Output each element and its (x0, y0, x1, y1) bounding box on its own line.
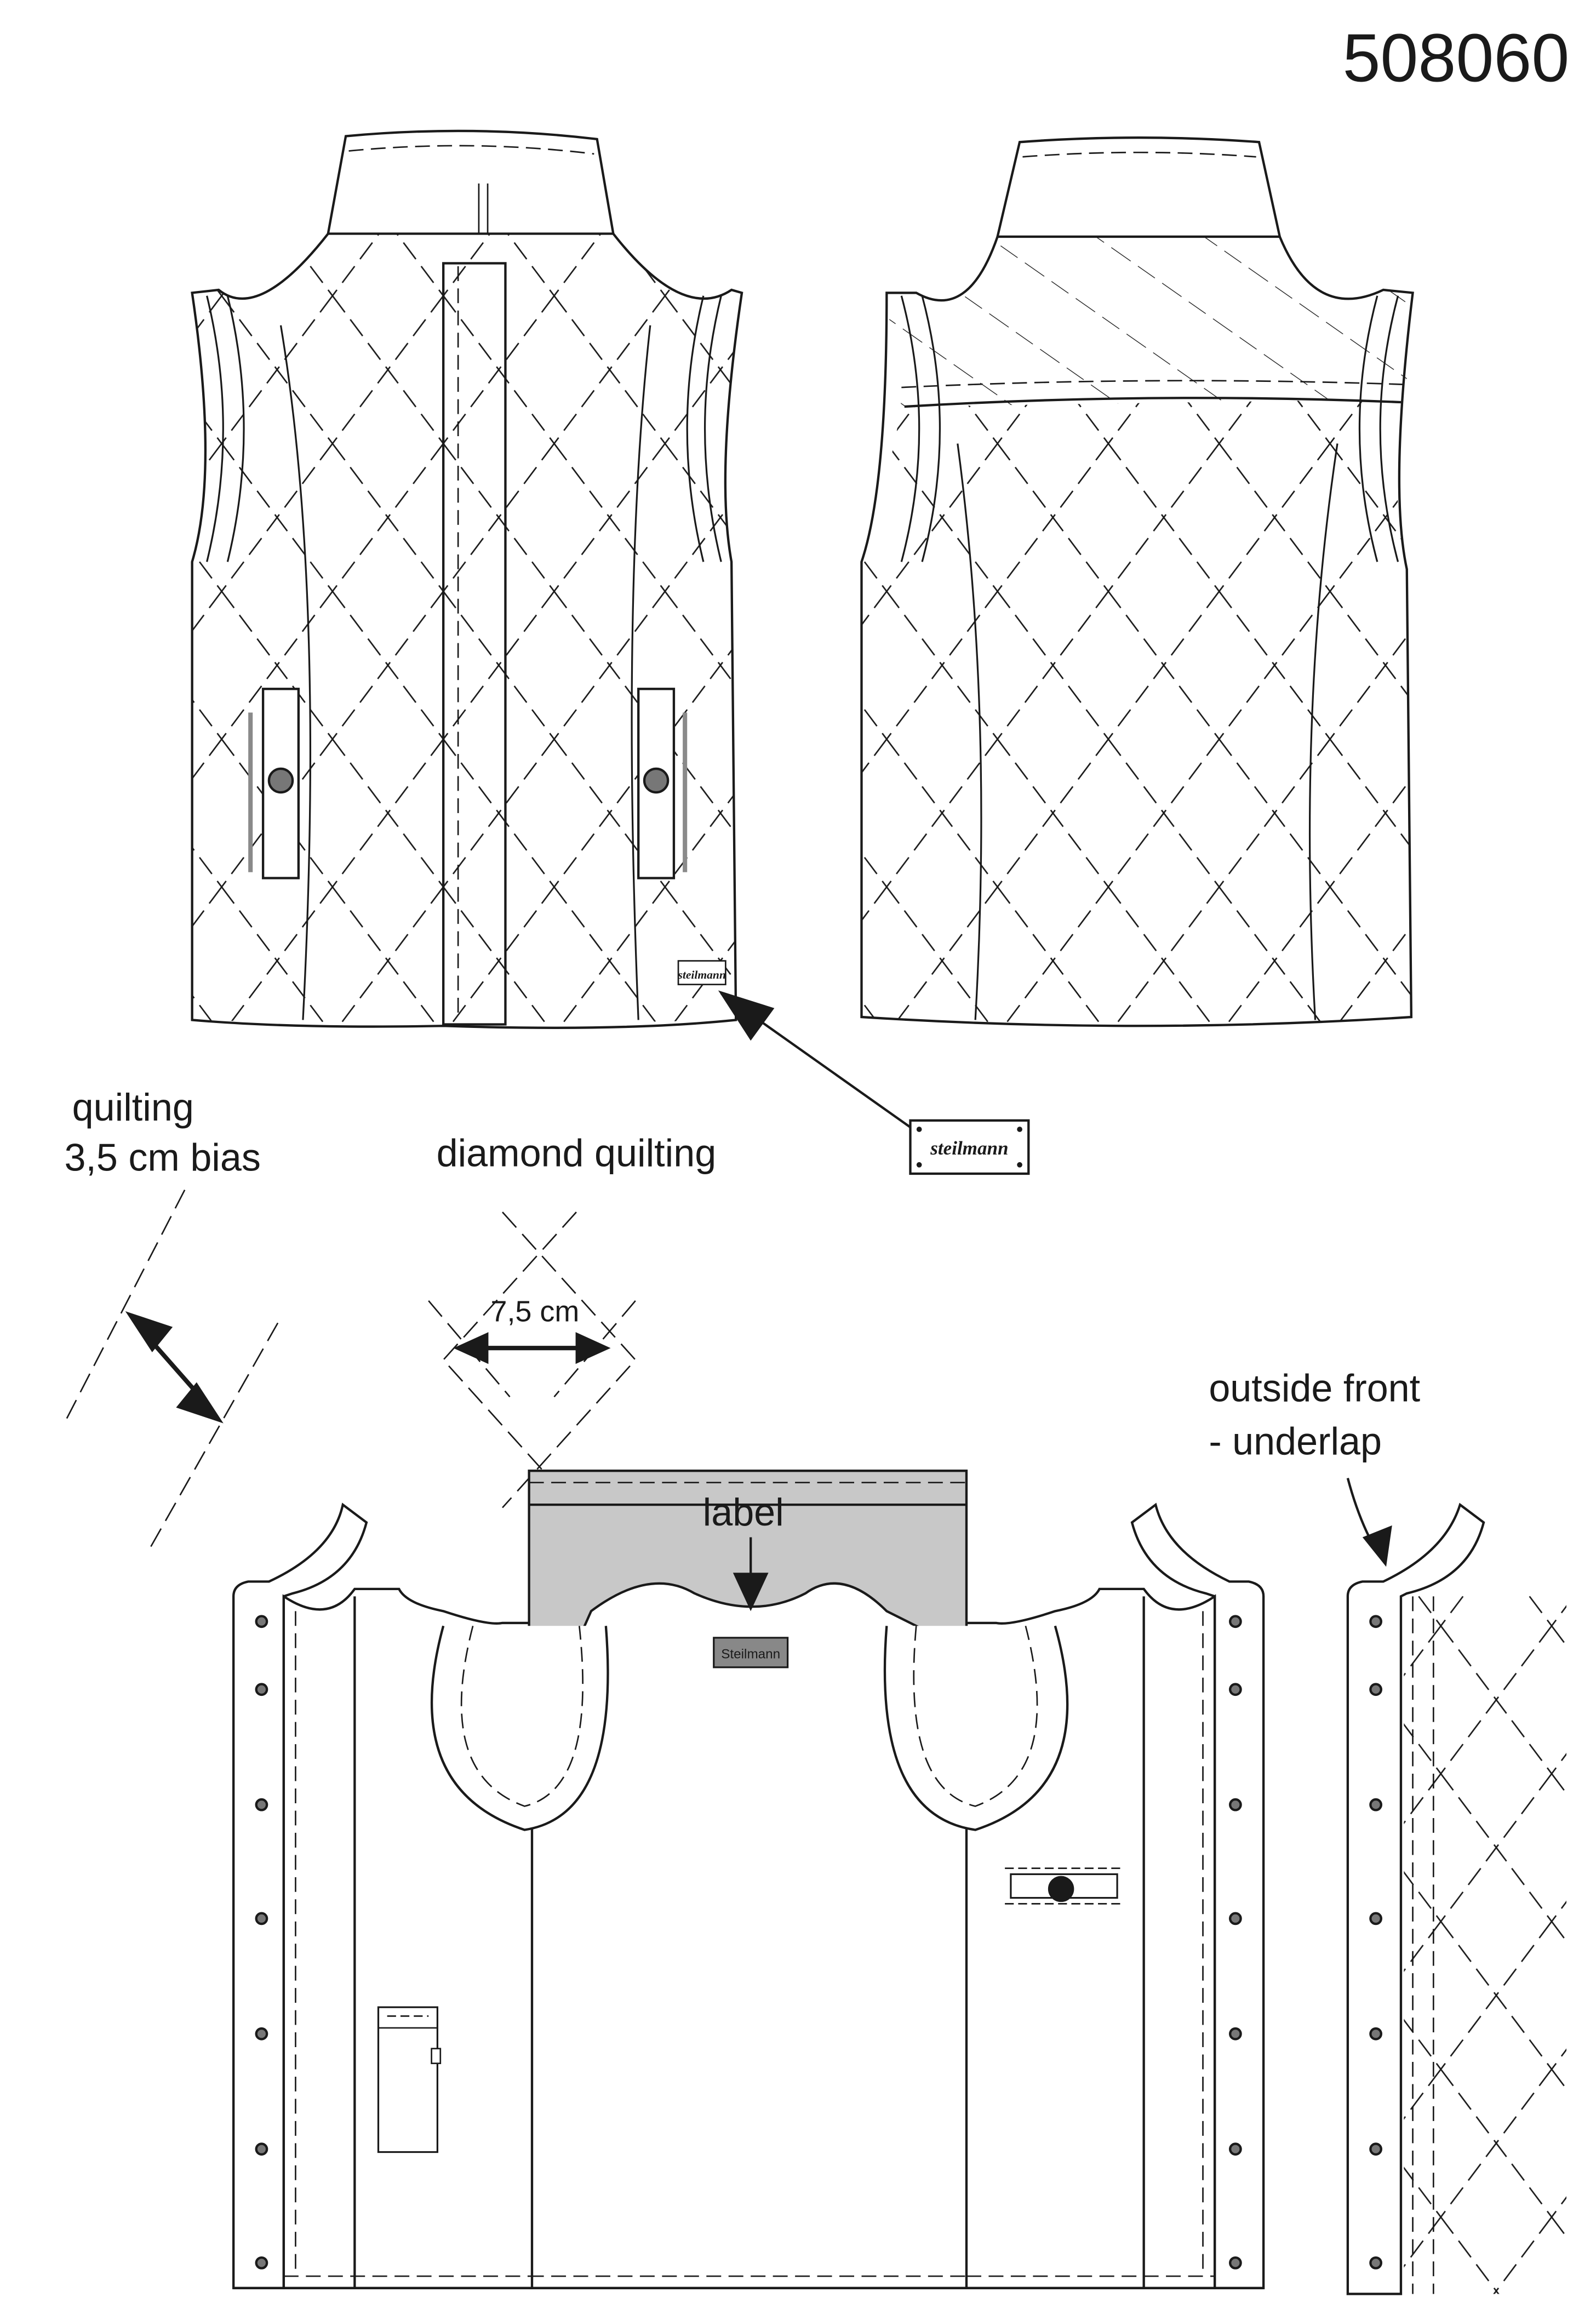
outside-front-underlap-view (1346, 1502, 1567, 2295)
brand-tag-detail-text: steilmann (930, 1138, 1008, 1159)
diamond-quilting-label: diamond quilting (437, 1132, 717, 1174)
front-left-quilting (192, 233, 444, 1026)
right-pocket-button (643, 767, 670, 794)
brand-tag-detail (909, 1119, 1030, 1175)
left-armhole-facing (430, 1625, 609, 1831)
vest-inside-view (232, 1469, 1265, 2289)
back-collar (996, 136, 1281, 237)
back-neck-facing (528, 1469, 968, 1752)
inside-neck-label-text: Steilmann (721, 1647, 780, 1662)
front-right-quilting (443, 233, 742, 1026)
underlap-quilting (1404, 1593, 1567, 2294)
inside-patch-pocket (377, 2006, 438, 2153)
quilting-label-line1: quilting (72, 1086, 194, 1129)
diamond-width-label: 7,5 cm (490, 1295, 579, 1328)
bias-quilting-detail (66, 1190, 279, 1553)
underlap-callout-arrow (1346, 1478, 1392, 1567)
inside-outline (232, 1502, 368, 2289)
front-brand-tag-text: steilmann (677, 968, 725, 981)
vest-front-view (191, 129, 743, 1029)
diamond-quilting-detail (428, 1211, 637, 1508)
vest-back-view (860, 136, 1414, 1027)
right-armhole-facing (883, 1625, 1069, 1831)
label-callout-text: label (703, 1491, 784, 1534)
front-collar (327, 129, 615, 234)
article-number: 508060 (1342, 21, 1569, 96)
label-callout-arrow (733, 1537, 769, 1611)
outside-front-label-line2: - underlap (1209, 1420, 1382, 1462)
back-body-quilting (861, 399, 1411, 1026)
inside-neck-label (713, 1637, 789, 1668)
outside-front-label-line1: outside front (1209, 1367, 1420, 1409)
left-pocket-button (267, 767, 294, 794)
quilting-label-line2: 3,5 cm bias (64, 1136, 261, 1179)
brand-tag-callout-arrow (718, 990, 914, 1130)
back-yoke-seam (904, 397, 1401, 408)
front-placket (442, 262, 507, 1026)
front-brand-tag (677, 960, 727, 986)
inside-chest-button (1048, 1876, 1074, 1902)
